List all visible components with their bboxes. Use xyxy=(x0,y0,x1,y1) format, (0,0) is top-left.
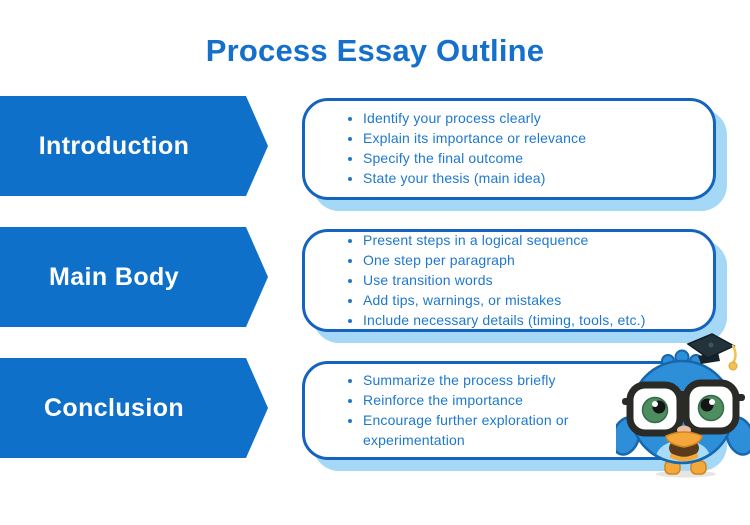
section-label: Introduction xyxy=(38,131,190,160)
page-title: Process Essay Outline xyxy=(205,33,545,68)
bullet-list-introduction: Identify your process clearlyExplain its… xyxy=(305,109,596,190)
arrow-label-main-body: Main Body xyxy=(0,227,268,327)
bullet-item: Summarize the process briefly xyxy=(363,371,609,391)
bullet-item: Present steps in a logical sequence xyxy=(363,231,646,251)
bullet-item: One step per paragraph xyxy=(363,251,646,271)
bullets-box-introduction: Identify your process clearlyExplain its… xyxy=(302,98,716,200)
bullets-box-main-body: Present steps in a logical sequenceOne s… xyxy=(302,229,716,332)
bullet-item: Explain its importance or relevance xyxy=(363,129,586,149)
bullet-item: Encourage further exploration or experim… xyxy=(363,411,609,450)
arrow-label-conclusion: Conclusion xyxy=(0,358,268,458)
arrow-label-introduction: Introduction xyxy=(0,96,268,196)
bird-graduate-mascot-icon xyxy=(616,333,750,478)
bullet-list-conclusion: Summarize the process brieflyReinforce t… xyxy=(305,371,713,451)
section-label: Main Body xyxy=(49,262,179,291)
bullet-item: Add tips, warnings, or mistakes xyxy=(363,291,646,311)
bullet-item: State your thesis (main idea) xyxy=(363,169,586,189)
bullet-item: Identify your process clearly xyxy=(363,109,586,129)
bullet-item: Use transition words xyxy=(363,271,646,291)
bullet-item: Reinforce the importance xyxy=(363,391,609,411)
section-label: Conclusion xyxy=(43,393,185,422)
bullet-item: Specify the final outcome xyxy=(363,149,586,169)
bullet-list-main-body: Present steps in a logical sequenceOne s… xyxy=(305,230,656,331)
bullet-item: Include necessary details (timing, tools… xyxy=(363,311,646,331)
